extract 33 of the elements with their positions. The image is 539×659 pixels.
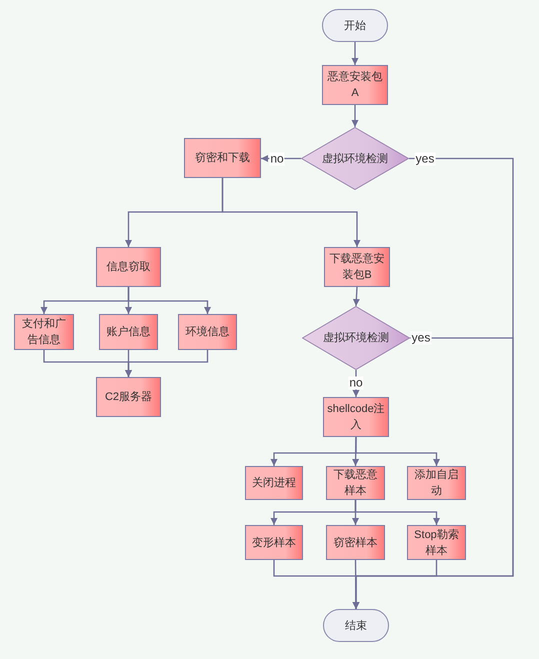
process-box: 环境信息 bbox=[178, 314, 237, 350]
process-box: C2服务器 bbox=[96, 377, 161, 417]
decision-diamond: 虚拟环境检测 bbox=[302, 306, 410, 370]
terminal-box: 开始 bbox=[322, 9, 388, 42]
arrow bbox=[125, 350, 208, 377]
arrow bbox=[128, 287, 211, 314]
edge-label: no bbox=[269, 152, 285, 166]
process-box: 账户信息 bbox=[99, 314, 158, 350]
process-box: 窃密样本 bbox=[326, 525, 385, 560]
process-box: 信息窃取 bbox=[96, 247, 161, 287]
process-box: shellcode注入 bbox=[323, 397, 389, 437]
process-box: 添加自启动 bbox=[407, 466, 466, 500]
arrow bbox=[352, 560, 438, 609]
terminal-box: 结束 bbox=[323, 609, 389, 642]
process-box: 窃密和下载 bbox=[184, 138, 261, 178]
decision-diamond: 虚拟环境检测 bbox=[301, 127, 409, 190]
arrow bbox=[352, 42, 358, 65]
arrow bbox=[352, 105, 358, 127]
process-box: 支付和广告信息 bbox=[14, 314, 74, 350]
edge-label: yes bbox=[414, 152, 436, 166]
arrow bbox=[352, 286, 360, 306]
edge-label: yes bbox=[410, 332, 432, 344]
process-box: 恶意安装包A bbox=[322, 65, 388, 105]
arrow bbox=[355, 437, 440, 466]
process-box: 下载恶意安装包B bbox=[324, 247, 390, 287]
arrow bbox=[352, 370, 360, 397]
arrow bbox=[354, 500, 440, 525]
process-box: 变形样本 bbox=[245, 525, 303, 560]
process-box: Stop勒索样本 bbox=[407, 525, 466, 560]
process-box: 下载恶意样本 bbox=[326, 466, 385, 500]
process-box: 关闭进程 bbox=[245, 466, 303, 500]
edge-label: no bbox=[348, 376, 364, 390]
arrow bbox=[222, 178, 360, 247]
